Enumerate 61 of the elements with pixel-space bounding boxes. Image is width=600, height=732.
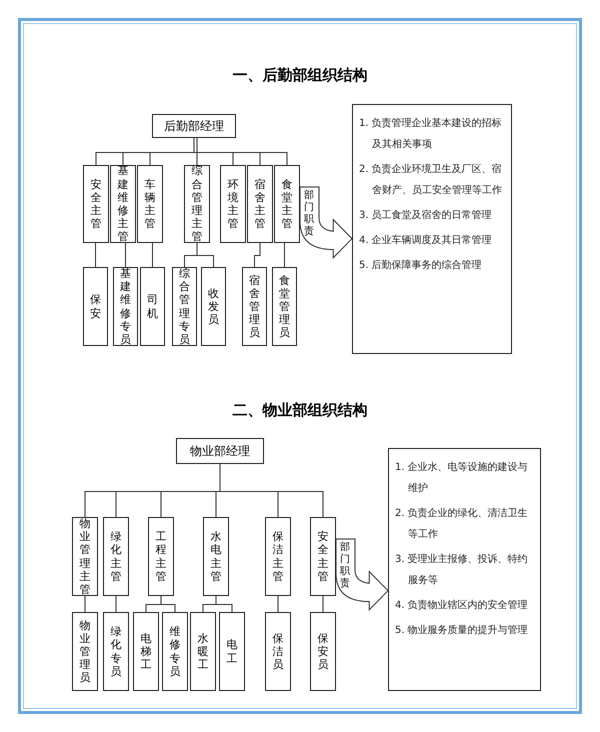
position-box: 物业管理主管 [72,517,98,596]
position-box: 宿舍管理员 [242,267,267,346]
position-box: 水电主管 [203,517,229,596]
curved-block-arrow [300,186,352,258]
connector-line [194,138,288,166]
position-box: 基建维修专员 [113,267,138,346]
duty-item: 3. 员工食堂及宿舍的日常管理 [359,208,493,223]
connector-line [95,242,96,268]
position-box: 环境主管 [220,165,246,243]
section-heading: 一、后勤部组织结构 [232,66,368,85]
duties-panel [388,448,541,691]
position-box: 物业管理员 [72,612,98,691]
position-box: 电梯工 [133,612,159,691]
position-box: 食堂主管 [274,165,300,243]
position-box: 水暖工 [190,612,216,691]
connector-line [125,242,126,268]
position-box: 后勤部经理 [152,114,236,138]
position-box: 保洁员 [265,612,291,691]
position-box: 电工 [219,612,245,691]
duty-item: 1. 负责管理企业基本建设的招标及其相关事项 [359,116,503,152]
position-box: 安全主管 [310,517,336,596]
connector-line [196,138,198,166]
duty-item: 1. 企业水、电等设施的建设与维护 [395,460,529,496]
duty-item: 4. 企业车辆调度及其日常管理 [359,234,493,248]
edge-label: 部门职责 [304,190,314,238]
connector-line [196,242,214,268]
position-box: 综合管理专员 [172,267,197,346]
position-box: 综合管理主管 [184,165,210,243]
position-box: 保安 [83,267,108,346]
duty-item: 2. 负责企业环境卫生及厂区、宿舍财产、员工安全管理等工作 [359,162,503,198]
section-heading: 二、物业部组织结构 [232,401,368,420]
connector-line [254,242,260,268]
position-box: 司机 [140,267,165,346]
connector-line [322,596,324,612]
position-box: 维修专员 [162,612,188,691]
position-box: 收发员 [201,267,226,346]
position-box: 工程主管 [148,517,174,596]
position-box: 物业部经理 [176,438,264,464]
position-box: 食堂管理员 [272,267,297,346]
connector-line [284,242,285,268]
position-box: 绿化主管 [103,517,129,596]
position-box: 保洁主管 [265,517,291,596]
position-box: 安全主管 [83,165,109,243]
duty-item: 2. 负责企业的绿化、清洁卫生等工作 [395,506,529,542]
duty-item: 5. 物业服务质量的提升与管理 [395,624,529,638]
connector-line [216,596,232,612]
duty-item: 3. 受理业主报修、投诉、特约服务等 [395,552,529,588]
position-box: 宿舍主管 [247,165,273,243]
connector-line [220,464,324,518]
duty-item: 5. 后勤保障事务的综合管理 [359,258,483,273]
duties-panel [352,104,512,354]
position-box: 绿化专员 [103,612,129,691]
edge-label: 部门职责 [340,542,350,590]
position-box: 基建维修主管 [110,165,136,243]
connector-line [84,596,86,612]
curved-block-arrow [336,538,388,610]
position-box: 车辆主管 [137,165,163,243]
connector-line [160,596,176,612]
connector-line [152,242,153,268]
position-box: 保安员 [310,612,336,691]
duty-item: 4. 负责物业辖区内的安全管理 [395,598,529,613]
